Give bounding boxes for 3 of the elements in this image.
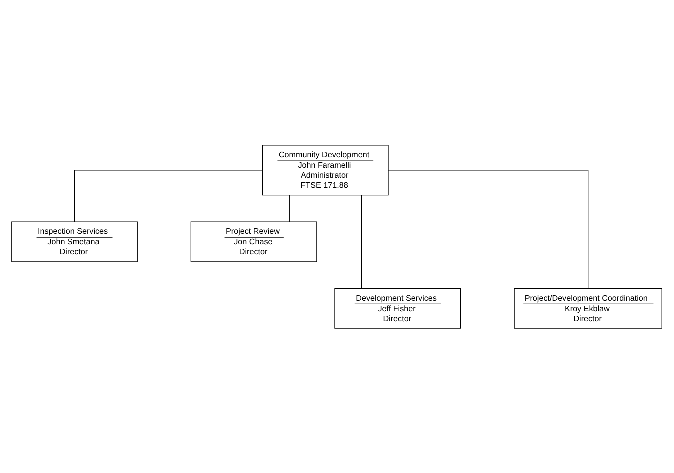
connector [388, 170, 589, 288]
connector [74, 170, 263, 222]
connector [361, 194, 362, 288]
